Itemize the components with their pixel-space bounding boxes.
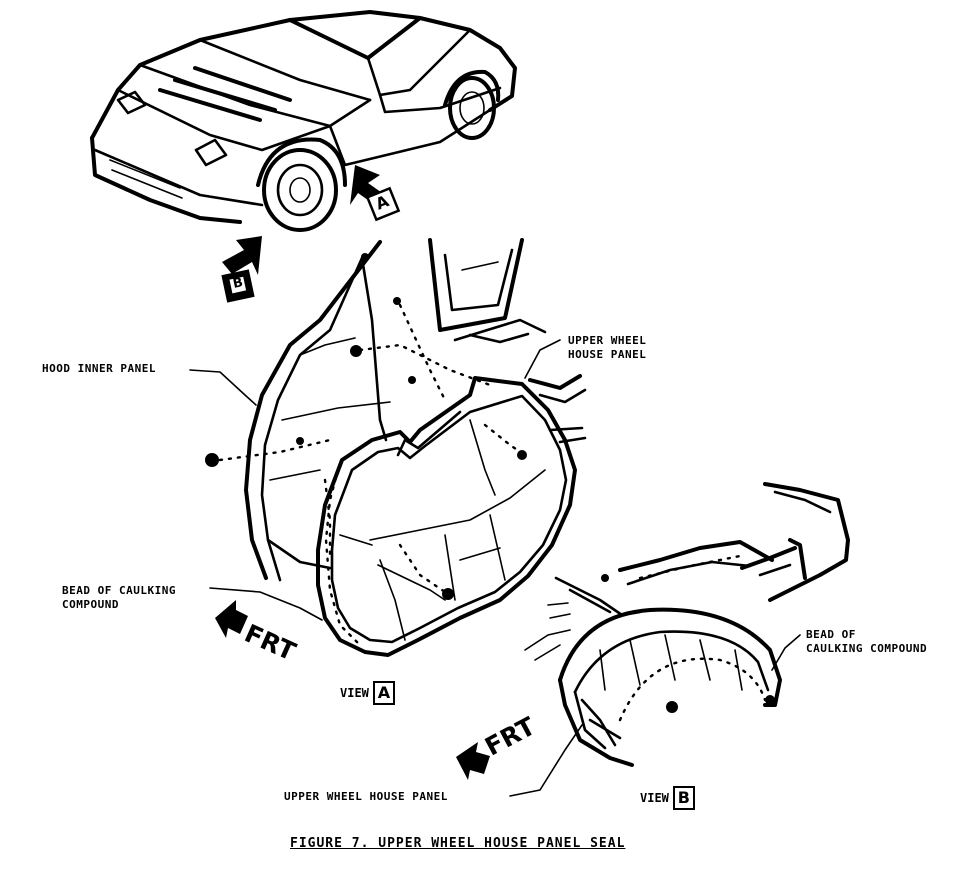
bead-of-caulking-left-label: BEAD OF CAULKING COMPOUND xyxy=(62,584,176,611)
figure-caption: FIGURE 7. UPPER WHEEL HOUSE PANEL SEAL xyxy=(290,836,626,851)
upper-wheel-house-panel-top-label: UPPER WHEEL HOUSE PANEL xyxy=(568,334,647,361)
callout-b-marker xyxy=(221,269,255,303)
view-b-illustration xyxy=(456,482,850,797)
bead-of-caulking-right-label: BEAD OF CAULKING COMPOUND xyxy=(806,628,928,655)
upper-wheel-house-panel-bottom-label: UPPER WHEEL HOUSE PANEL xyxy=(284,790,448,803)
view-a-letter: A xyxy=(372,681,395,705)
car-illustration xyxy=(90,10,517,275)
view-b-text: VIEW xyxy=(640,791,669,805)
hood-inner-panel-label: HOOD INNER PANEL xyxy=(42,362,156,375)
view-a-caption: VIEW A xyxy=(340,681,395,705)
callout-a-marker xyxy=(365,186,401,222)
view-a-text: VIEW xyxy=(340,686,369,700)
view-b-caption: VIEW B xyxy=(640,786,695,810)
view-a-illustration xyxy=(189,238,587,657)
view-b-letter: B xyxy=(672,786,695,810)
